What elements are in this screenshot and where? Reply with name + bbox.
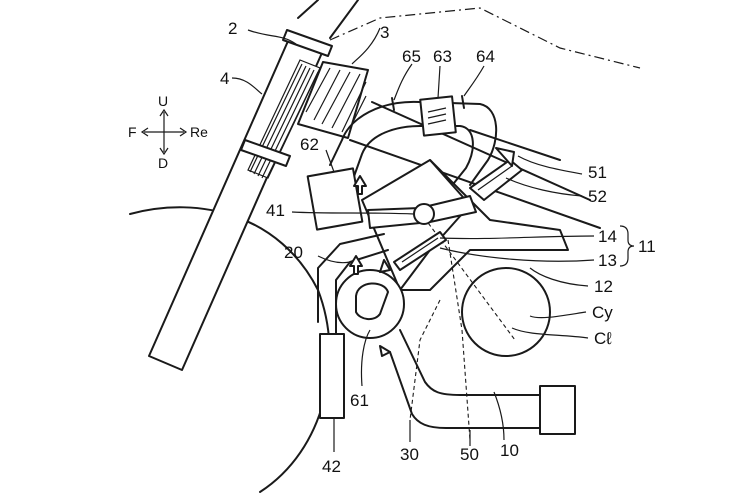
- injector: [469, 147, 523, 201]
- label-13: 13: [598, 251, 617, 270]
- spark-plug: [393, 231, 447, 271]
- exhaust-chamber: [335, 269, 405, 339]
- intake-pipe: [367, 195, 477, 229]
- cylinder: [461, 267, 551, 357]
- label-65: 65: [402, 47, 421, 66]
- label-52: 52: [588, 187, 607, 206]
- label-51: 51: [588, 163, 607, 182]
- label-50: 50: [460, 445, 479, 464]
- direction-down: D: [158, 155, 168, 171]
- direction-up: U: [158, 93, 168, 109]
- label-42: 42: [322, 457, 341, 476]
- frame-outline-dash: [329, 7, 641, 69]
- label-20: 20: [284, 243, 303, 262]
- muffler-end: [539, 385, 576, 435]
- leader-lines: [231, 27, 635, 452]
- label-30: 30: [400, 445, 419, 464]
- label-11: 11: [638, 237, 656, 256]
- exhaust-dash-50: [447, 239, 471, 441]
- cylinder-axis: [419, 211, 516, 341]
- muffler-42: [319, 333, 345, 419]
- exhaust-pipe: [389, 329, 561, 429]
- label-4: 4: [220, 69, 229, 88]
- label-2: 2: [228, 19, 237, 38]
- air-cleaner: [297, 61, 369, 139]
- direction-rear: Re: [190, 124, 208, 140]
- frame-upper: [297, 0, 359, 39]
- label-61: 61: [350, 391, 369, 410]
- label-63: 63: [433, 47, 452, 66]
- label-10: 10: [500, 441, 519, 460]
- label-41: 41: [266, 201, 285, 220]
- direction-front: F: [128, 124, 137, 140]
- intake-duct: [329, 95, 498, 189]
- flow-arrows: [349, 175, 391, 357]
- label-3: 3: [380, 23, 389, 42]
- head-pipe: [148, 29, 333, 371]
- pipe-20: [317, 233, 389, 335]
- component-62: [306, 167, 364, 231]
- label-12: 12: [594, 277, 613, 296]
- exhaust-dash-30: [409, 299, 441, 421]
- label-cl: Cℓ: [594, 329, 612, 348]
- label-62: 62: [300, 135, 319, 154]
- label-64: 64: [476, 47, 495, 66]
- label-cy: Cy: [592, 303, 613, 322]
- direction-indicator: [140, 108, 188, 156]
- label-14: 14: [598, 227, 617, 246]
